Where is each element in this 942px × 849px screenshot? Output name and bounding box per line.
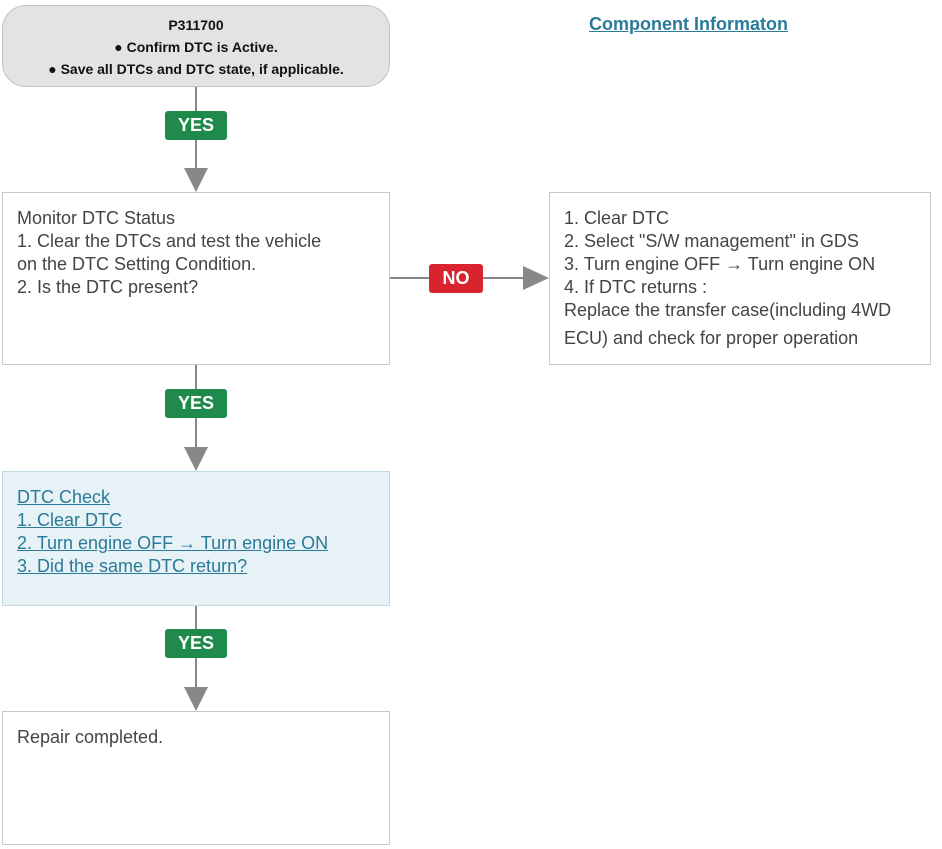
no-box-line-2: 2. Select "S/W management" in GDS (564, 231, 859, 251)
start-line-1: ● Confirm DTC is Active. (114, 39, 278, 55)
repair-completed-text: Repair completed. (17, 727, 164, 747)
yes-badge-1: YES (165, 111, 227, 140)
no-box-line-6: ECU) and check for proper operation (564, 328, 859, 348)
dtc-check-line-3[interactable]: 2. Turn engine OFF → Turn engine ON (17, 533, 329, 553)
arrow-down-1-icon (184, 168, 208, 192)
arrow-down-2-icon (184, 447, 208, 471)
component-information-link[interactable]: Component Informaton (589, 14, 788, 34)
no-badge: NO (429, 264, 483, 293)
no-box-line-5: Replace the transfer case(including 4WD (564, 300, 892, 320)
no-box-line-4: 4. If DTC returns : (564, 277, 708, 297)
no-box-line-3: 3. Turn engine OFF → Turn engine ON (564, 254, 876, 274)
yes-badge-2: YES (165, 389, 227, 418)
dtc-check-box: DTC Check 1. Clear DTC 2. Turn engine OF… (2, 471, 390, 606)
monitor-line-1: Monitor DTC Status (17, 208, 176, 228)
repair-completed-box: Repair completed. (2, 711, 390, 845)
monitor-dtc-box: Monitor DTC Status 1. Clear the DTCs and… (2, 192, 390, 365)
arrow-down-3-icon (184, 687, 208, 711)
start-line-2: ● Save all DTCs and DTC state, if applic… (48, 61, 344, 77)
dtc-check-line-2[interactable]: 1. Clear DTC (17, 510, 123, 530)
no-box-line-1: 1. Clear DTC (564, 208, 670, 228)
monitor-line-3: on the DTC Setting Condition. (17, 254, 257, 274)
dtc-check-line-1[interactable]: DTC Check (17, 487, 111, 507)
start-node: P311700 ● Confirm DTC is Active. ● Save … (2, 5, 390, 87)
arrow-right-icon (523, 266, 549, 290)
monitor-line-4: 2. Is the DTC present? (17, 277, 199, 297)
dtc-code: P311700 (168, 17, 224, 33)
yes-badge-3: YES (165, 629, 227, 658)
dtc-check-line-4[interactable]: 3. Did the same DTC return? (17, 556, 248, 576)
monitor-line-2: 1. Clear the DTCs and test the vehicle (17, 231, 322, 251)
replace-transfer-case-box: 1. Clear DTC 2. Select "S/W management" … (549, 192, 931, 365)
